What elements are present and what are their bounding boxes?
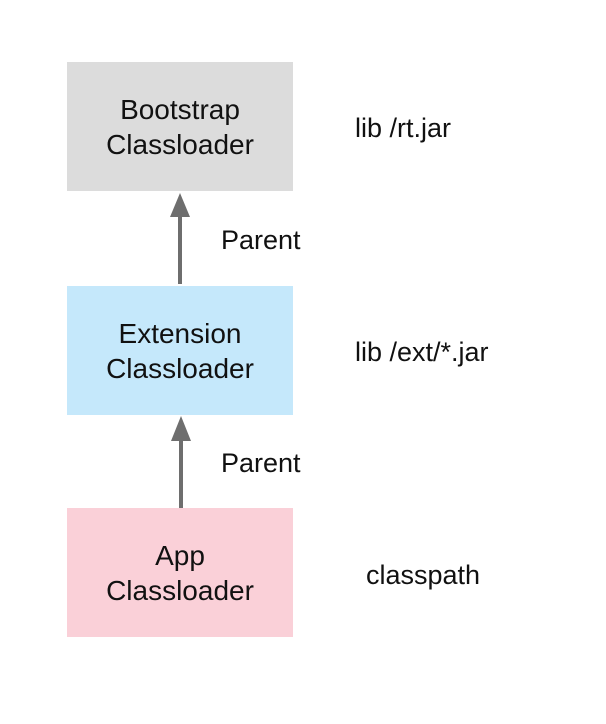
arrow-app-to-extension	[171, 416, 191, 508]
edge-label-app-to-extension: Parent	[221, 448, 301, 478]
edge-label-extension-to-bootstrap: Parent	[221, 225, 301, 255]
app-path-label: classpath	[366, 560, 481, 590]
app-box-line1: App	[155, 539, 205, 571]
app-classloader-box: App Classloader	[67, 508, 293, 637]
bootstrap-box-line1: Bootstrap	[120, 93, 240, 125]
arrow-extension-to-bootstrap	[170, 193, 190, 284]
bootstrap-path-label: lib /rt.jar	[355, 113, 452, 143]
extension-box-line1: Extension	[118, 317, 242, 349]
extension-path-label: lib /ext/*.jar	[355, 337, 489, 367]
app-box-line2: Classloader	[106, 574, 254, 606]
arrow-head	[171, 416, 191, 441]
bootstrap-classloader-box: Bootstrap Classloader	[67, 62, 293, 191]
extension-classloader-box: Extension Classloader	[67, 286, 293, 415]
bootstrap-box-line2: Classloader	[106, 128, 254, 160]
extension-box-line2: Classloader	[106, 352, 254, 384]
arrow-head	[170, 193, 190, 217]
